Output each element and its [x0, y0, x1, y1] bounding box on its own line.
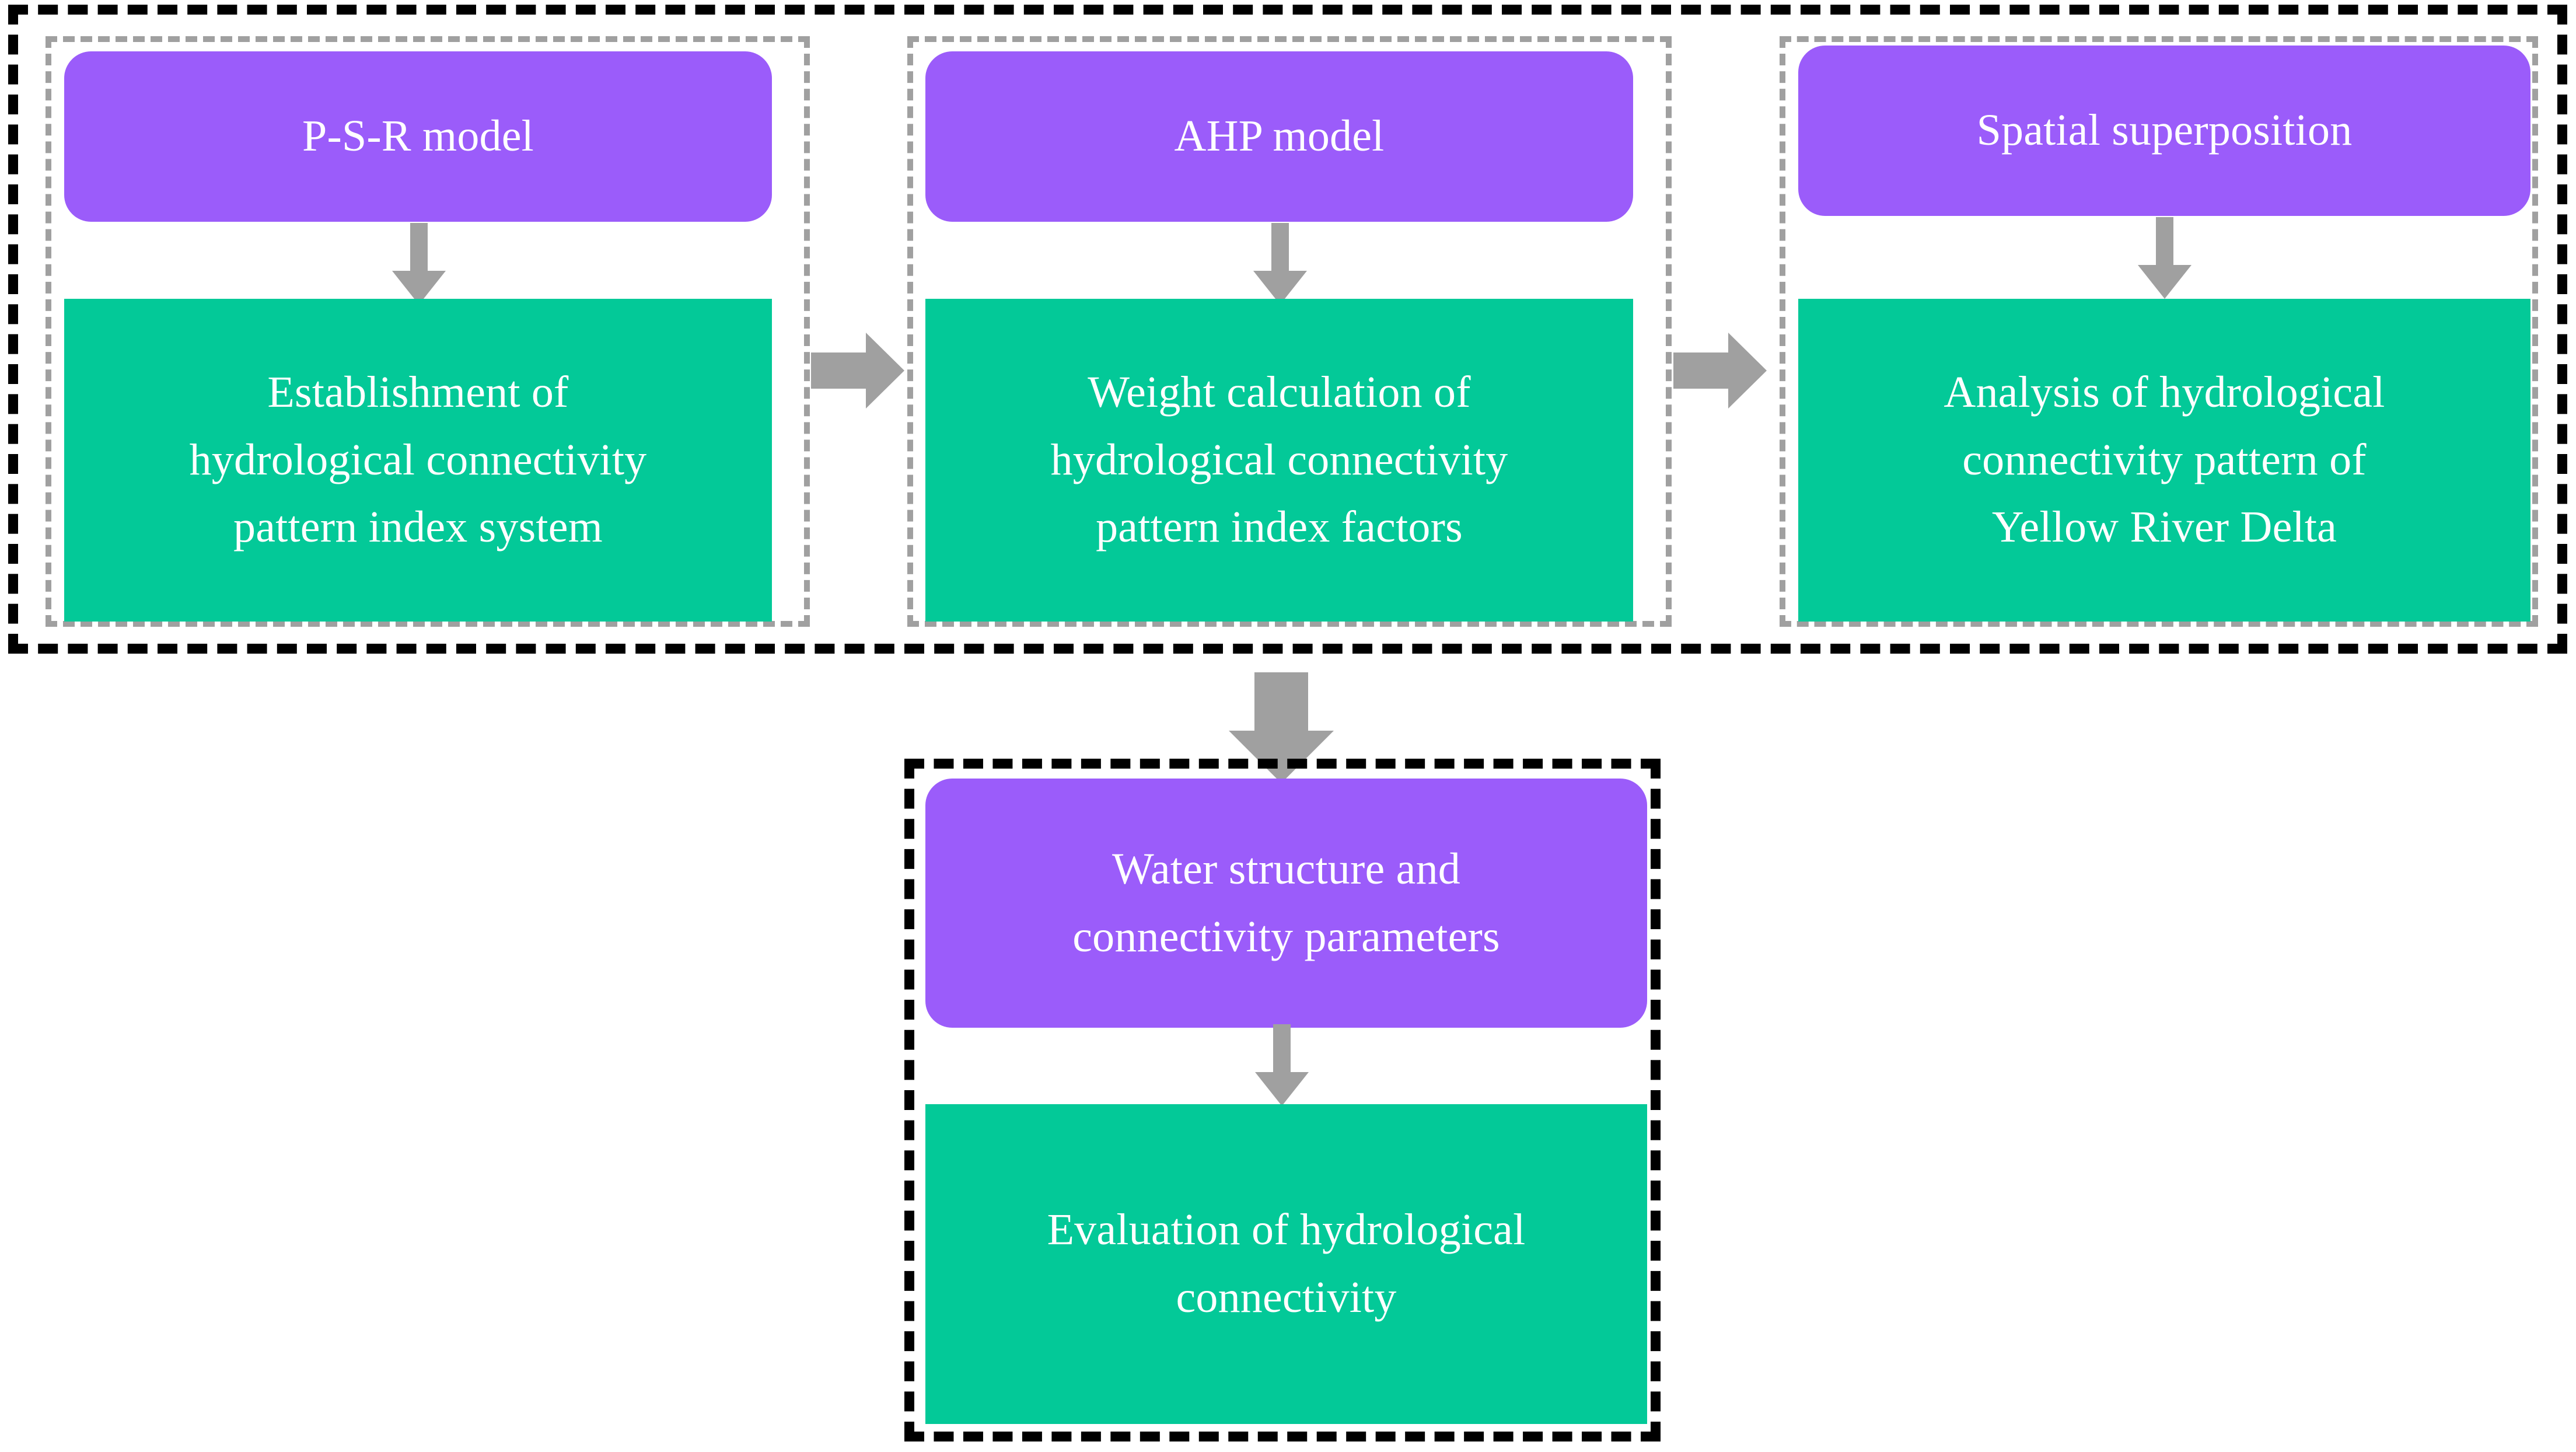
- col3-down-arrow: [2138, 217, 2191, 299]
- bottom-method-to-outcome-arrow: [1255, 1024, 1309, 1106]
- column-3-container: [1780, 36, 2538, 627]
- node-yrd-analysis[interactable]: Analysis of hydrological connectivity pa…: [1798, 299, 2530, 622]
- node-psr-model-label: P-S-R model: [302, 111, 534, 161]
- node-water-structure-parameters-label: Water structure and connectivity paramet…: [1072, 844, 1500, 961]
- node-spatial-superposition-label: Spatial superposition: [1976, 106, 2353, 155]
- node-ahp-model[interactable]: AHP model: [925, 51, 1633, 222]
- node-psr-model[interactable]: P-S-R model: [64, 51, 772, 222]
- col1-to-col2-arrow: [811, 333, 904, 409]
- col1-down-arrow: [392, 223, 446, 305]
- node-index-system-label: Establishment of hydrological connectivi…: [189, 368, 647, 552]
- bottom-group-container: [904, 759, 1661, 1441]
- node-yrd-analysis-label: Analysis of hydrological connectivity pa…: [1944, 368, 2385, 552]
- node-weight-calculation[interactable]: Weight calculation of hydrological conne…: [925, 299, 1633, 622]
- col2-to-col3-arrow: [1673, 333, 1767, 409]
- node-weight-calculation-label: Weight calculation of hydrological conne…: [1050, 368, 1508, 552]
- column-2-container: [907, 36, 1672, 627]
- top-group-to-bottom-arrow: [1229, 672, 1334, 783]
- node-water-structure-parameters[interactable]: Water structure and connectivity paramet…: [925, 779, 1647, 1028]
- node-ahp-model-label: AHP model: [1174, 111, 1385, 161]
- node-spatial-superposition[interactable]: Spatial superposition: [1798, 46, 2530, 216]
- node-evaluation-connectivity[interactable]: Evaluation of hydrological connectivity: [925, 1104, 1647, 1424]
- top-group-container: [8, 5, 2567, 654]
- node-index-system[interactable]: Establishment of hydrological connectivi…: [64, 299, 772, 622]
- node-evaluation-connectivity-label: Evaluation of hydrological connectivity: [1047, 1205, 1526, 1322]
- col2-down-arrow: [1253, 223, 1307, 305]
- column-1-container: [46, 36, 810, 627]
